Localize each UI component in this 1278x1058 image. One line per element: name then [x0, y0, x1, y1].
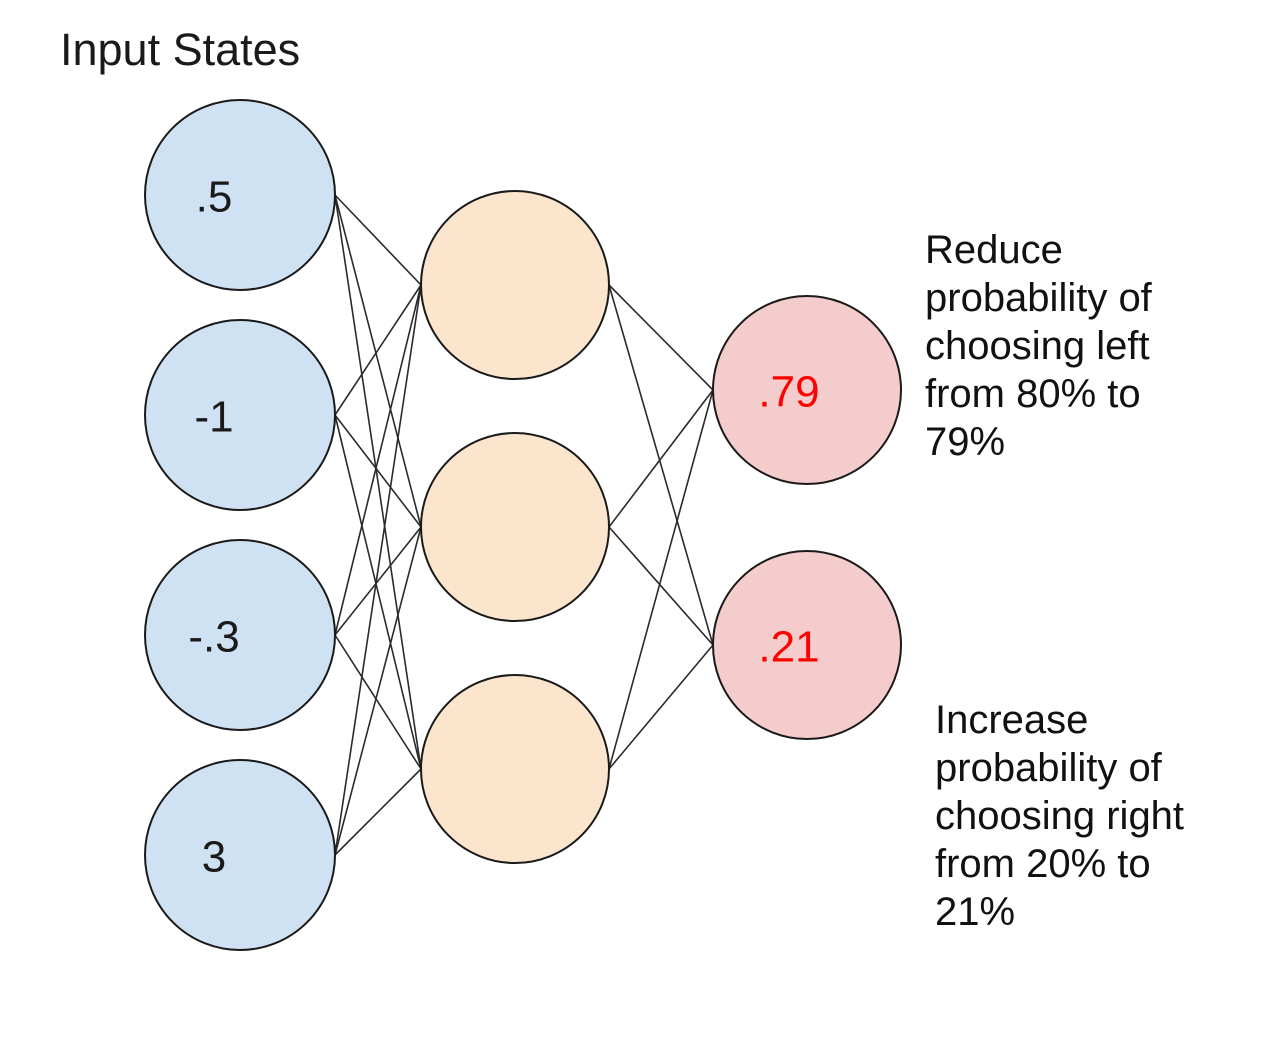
output-node-1: [712, 295, 902, 485]
annotation-line: Reduce: [925, 228, 1063, 272]
edge-hidden1-output2: [608, 284, 714, 646]
hidden-layer: [420, 190, 610, 864]
edges-input-to-hidden: [334, 194, 422, 856]
annotation-line: probability of: [935, 746, 1162, 790]
annotation-line: from 20% to: [935, 842, 1151, 886]
edge-hidden2-output1: [608, 389, 714, 528]
annotation-line: choosing right: [935, 794, 1185, 838]
output-node-2-value: .21: [758, 623, 819, 672]
input-node-1-value: .5: [196, 173, 233, 222]
output-node-1-value: .79: [758, 368, 819, 417]
hidden-node-2: [420, 432, 610, 622]
edge-hidden3-output2: [608, 644, 714, 770]
input-node-4-value: 3: [202, 833, 226, 882]
edge-input4-hidden2: [334, 526, 422, 856]
input-node-4: [144, 759, 336, 951]
input-node-3-value: -.3: [188, 613, 239, 662]
hidden-node-1: [420, 190, 610, 380]
edge-hidden2-output2: [608, 526, 714, 646]
output-node-2: [712, 550, 902, 740]
input-node-1: [144, 99, 336, 291]
input-layer: .5 -1 -.3 3: [144, 99, 336, 951]
output-layer: .79 .21: [712, 295, 902, 740]
edge-input2-hidden3: [334, 414, 422, 770]
input-node-2: [144, 319, 336, 511]
annotation-line: 21%: [935, 890, 1016, 934]
edge-input1-hidden2: [334, 194, 422, 528]
edge-input3-hidden2: [334, 526, 422, 636]
annotation-line: choosing left: [925, 324, 1150, 368]
edge-hidden1-output1: [608, 284, 714, 391]
annotation-line: from 80% to: [925, 372, 1141, 416]
edge-input2-hidden2: [334, 414, 422, 528]
edge-input3-hidden3: [334, 634, 422, 770]
edge-input4-hidden3: [334, 768, 422, 856]
edge-input4-hidden1: [334, 284, 422, 856]
edge-input3-hidden1: [334, 284, 422, 636]
edge-input1-hidden1: [334, 194, 422, 286]
edge-input1-hidden3: [334, 194, 422, 770]
annotation-line: probability of: [925, 276, 1152, 320]
edge-hidden3-output1: [608, 389, 714, 770]
annotation-increase-right: Increase probability of choosing right f…: [935, 696, 1255, 936]
hidden-node-3: [420, 674, 610, 864]
edge-input2-hidden1: [334, 284, 422, 416]
input-node-3: [144, 539, 336, 731]
page-title: Input States: [60, 24, 301, 75]
edges-hidden-to-output: [608, 284, 714, 770]
input-node-2-value: -1: [194, 393, 233, 442]
annotation-line: Increase: [935, 698, 1089, 742]
annotation-reduce-left: Reduce probability of choosing left from…: [925, 226, 1245, 466]
annotation-line: 79%: [925, 420, 1006, 464]
